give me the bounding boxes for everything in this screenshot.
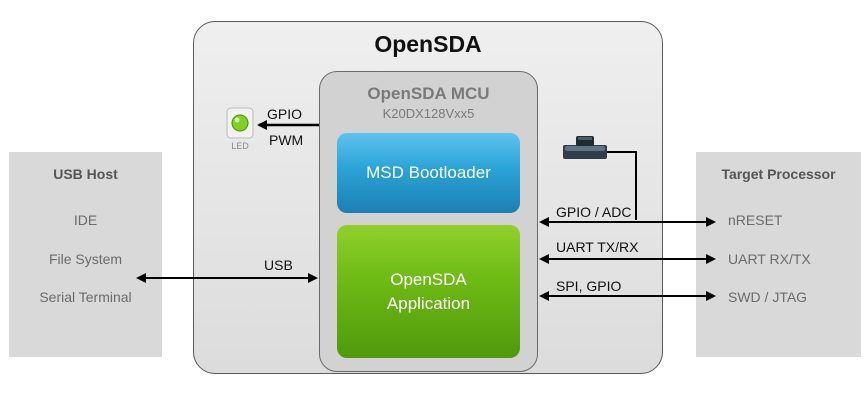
- push-button-icon: [563, 136, 607, 159]
- usb-host-title: USB Host: [53, 166, 118, 182]
- opensda-application-block: OpenSDA Application: [337, 225, 520, 358]
- gpio-adc-label: GPIO / ADC: [556, 204, 632, 220]
- target-item-nreset: nRESET: [728, 212, 783, 228]
- target-item-swd-jtag: SWD / JTAG: [728, 289, 808, 305]
- target-processor-box: [696, 152, 861, 357]
- target-processor-title: Target Processor: [721, 166, 836, 182]
- msd-bootloader-label: MSD Bootloader: [366, 163, 491, 182]
- mcu-title: OpenSDA MCU: [367, 84, 490, 103]
- mcu-part-number: K20DX128Vxx5: [382, 106, 475, 121]
- usb-host-item-ide: IDE: [73, 212, 98, 228]
- spi-gpio-label: SPI, GPIO: [556, 278, 622, 294]
- application-label-line2: Application: [386, 293, 471, 313]
- button-connector: [604, 151, 637, 220]
- usb-host-item-file-system: File System: [48, 251, 123, 267]
- led-icon: [226, 107, 254, 139]
- msd-bootloader-block: MSD Bootloader: [337, 133, 520, 213]
- usb-link-label: USB: [264, 257, 293, 273]
- led-signal-gpio: GPIO: [267, 106, 303, 122]
- usb-host-item-serial-terminal: Serial Terminal: [39, 289, 132, 305]
- usb-host-box: [9, 152, 162, 357]
- application-label-line1: OpenSDA: [390, 269, 467, 289]
- led-signal-pwm: PWM: [269, 132, 304, 148]
- uart-label: UART TX/RX: [556, 239, 639, 255]
- opensda-title: OpenSDA: [374, 31, 482, 57]
- led-label: LED: [231, 141, 249, 151]
- target-item-uart: UART RX/TX: [728, 251, 811, 267]
